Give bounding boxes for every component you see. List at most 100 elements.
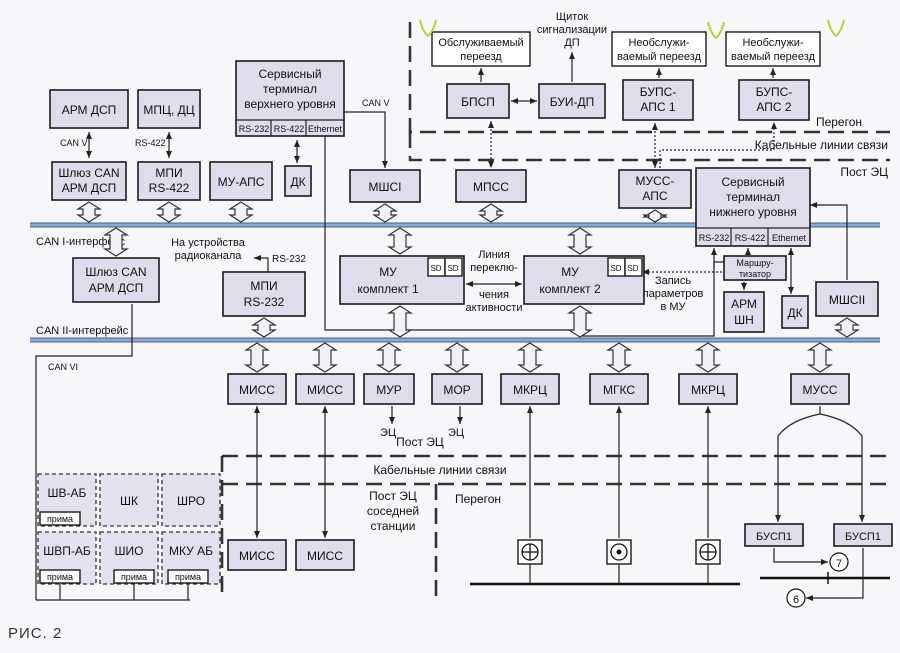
signal-6-icon <box>786 588 806 608</box>
muss-aps-box <box>618 169 692 209</box>
switch-line-l1: Линия <box>478 249 510 261</box>
miss1-box <box>227 373 287 405</box>
mkrc1-box <box>500 373 560 405</box>
mku-ab-label: МКУ АБ <box>169 544 213 558</box>
mshcii-label: МШСII <box>829 293 865 307</box>
muss-aps-l1: МУСС- <box>636 174 675 188</box>
can1-label: CAN I-интерфейс <box>36 236 126 248</box>
can5-label: CAN V <box>60 138 88 148</box>
double-arrow-icon <box>227 201 255 223</box>
busp2-box <box>833 523 893 547</box>
bui-box <box>538 83 606 119</box>
miss-neighbour2-box <box>295 539 355 571</box>
unserviced1-l1: Необслужи- <box>628 37 689 49</box>
mkrc2-label: МКРЦ <box>691 383 725 397</box>
serviced-l1: Обслуживаемый <box>438 37 523 49</box>
zone-label-post-ec-mid: Пост ЭЦ <box>396 435 444 449</box>
arm-dsp-label: АРМ ДСП <box>62 103 117 117</box>
radio-note-l1: На устройства <box>171 237 246 249</box>
radio-note-l2: радиоканала <box>175 250 243 262</box>
busp2-label: БУСП1 <box>845 531 881 543</box>
mkrc1-label: МКРЦ <box>513 383 547 397</box>
mpss-box <box>455 169 527 203</box>
switch-line-l4: активности <box>466 302 523 314</box>
double-arrow-icon <box>371 203 399 223</box>
miss1-label: МИСС <box>239 383 275 397</box>
antenna-icon <box>419 19 845 40</box>
zone-label-neighbour-3: станции <box>371 519 416 533</box>
service-bottom-l3: нижнего уровня <box>709 205 797 219</box>
service-top-box <box>235 60 345 137</box>
muss-label: МУСС <box>803 383 838 397</box>
arm-dsp-box <box>49 89 129 129</box>
track-transceiver-icon-2 <box>695 539 721 565</box>
switch-line-l2: переклю- <box>470 262 518 274</box>
mgks-box <box>589 373 649 405</box>
unserviced2-l2: ваемый переезд <box>731 51 816 63</box>
double-arrow-icon <box>605 342 633 373</box>
shk-label: ШК <box>120 494 138 508</box>
double-arrow-icon <box>375 342 403 373</box>
muss-box <box>790 373 850 405</box>
dk-bottom-label: ДК <box>787 306 802 320</box>
ec-label-2: ЭЦ <box>448 427 464 439</box>
switch-line-l3: чения <box>479 289 509 301</box>
muss-aps-l2: АПС <box>642 189 667 203</box>
miss-neighbour1-box <box>227 539 287 571</box>
mpi232-l2: RS-232 <box>244 295 285 309</box>
record-l2: параметров <box>643 288 704 300</box>
track-generator-icon <box>606 539 632 565</box>
mu2-l2: комплект 2 <box>539 282 601 296</box>
miss2-label: МИСС <box>307 383 343 397</box>
double-arrow-icon <box>833 317 861 338</box>
mu-aps-label: МУ-АПС <box>218 175 265 189</box>
router-l1: Маршру- <box>736 258 773 268</box>
busp1-label: БУСП1 <box>756 531 792 543</box>
double-arrow-icon <box>250 317 278 338</box>
prima-label-1: прима <box>47 514 73 524</box>
record-l1: Запись <box>655 275 691 287</box>
mshci-label: МШСI <box>369 180 402 194</box>
double-arrow-icon <box>386 227 414 255</box>
zone-label-cable-bottom: Кабельные линии связи <box>373 463 506 477</box>
mu-aps-box <box>209 161 273 201</box>
router-l2: тизатор <box>739 269 771 279</box>
mshcii-box <box>815 281 879 317</box>
mu1-l1: МУ <box>379 265 397 279</box>
prima-label-4: прима <box>175 572 201 582</box>
mpi232-l1: МПИ <box>250 279 277 293</box>
mpi422-l1: МПИ <box>155 166 182 180</box>
can5-right-label: CAN V <box>362 98 390 108</box>
service-top-port-ethernet: Ethernet <box>308 124 343 134</box>
service-top-port-rs232: RS-232 <box>239 124 270 134</box>
shield-l2: сигнализации <box>537 24 607 36</box>
mu1-sd-a: SD <box>430 264 441 273</box>
bups1-box <box>622 79 694 121</box>
shield-l1: Щиток <box>556 11 588 23</box>
ec-label-1: ЭЦ <box>380 427 396 439</box>
remote-cabinets <box>37 473 221 600</box>
service-top-port-rs422: RS-422 <box>274 124 305 134</box>
bups2-l1: БУПС- <box>756 85 793 99</box>
unserviced1-l2: ваемый переезд <box>617 51 702 63</box>
shv-ab-label: ШВ-АБ <box>48 486 87 500</box>
mur-label: МУР <box>376 383 402 397</box>
mur-box <box>363 373 415 405</box>
bpsp-label: БПСП <box>461 95 495 109</box>
bups2-l2: АПС 2 <box>756 100 791 114</box>
mu1-sd-b: SD <box>447 264 458 273</box>
bups1-l2: АПС 1 <box>640 100 675 114</box>
miss-neighbour1-label: МИСС <box>239 549 275 563</box>
zone-label-cable-top: Кабельные линии связи <box>755 138 888 152</box>
mpss-label: МПСС <box>473 180 509 194</box>
signal-7-icon <box>829 552 849 572</box>
double-arrow-icon <box>806 342 834 373</box>
service-bottom-port-rs422: RS-422 <box>735 233 766 243</box>
unserviced1-box <box>611 31 707 67</box>
mu2-sd-b: SD <box>627 264 638 273</box>
service-bottom-port-ethernet: Ethernet <box>772 233 807 243</box>
zone-label-neighbour-2: соседней <box>367 504 419 518</box>
router-box <box>723 255 787 281</box>
double-arrow-icon <box>477 203 505 223</box>
dk-top-box <box>284 165 312 197</box>
